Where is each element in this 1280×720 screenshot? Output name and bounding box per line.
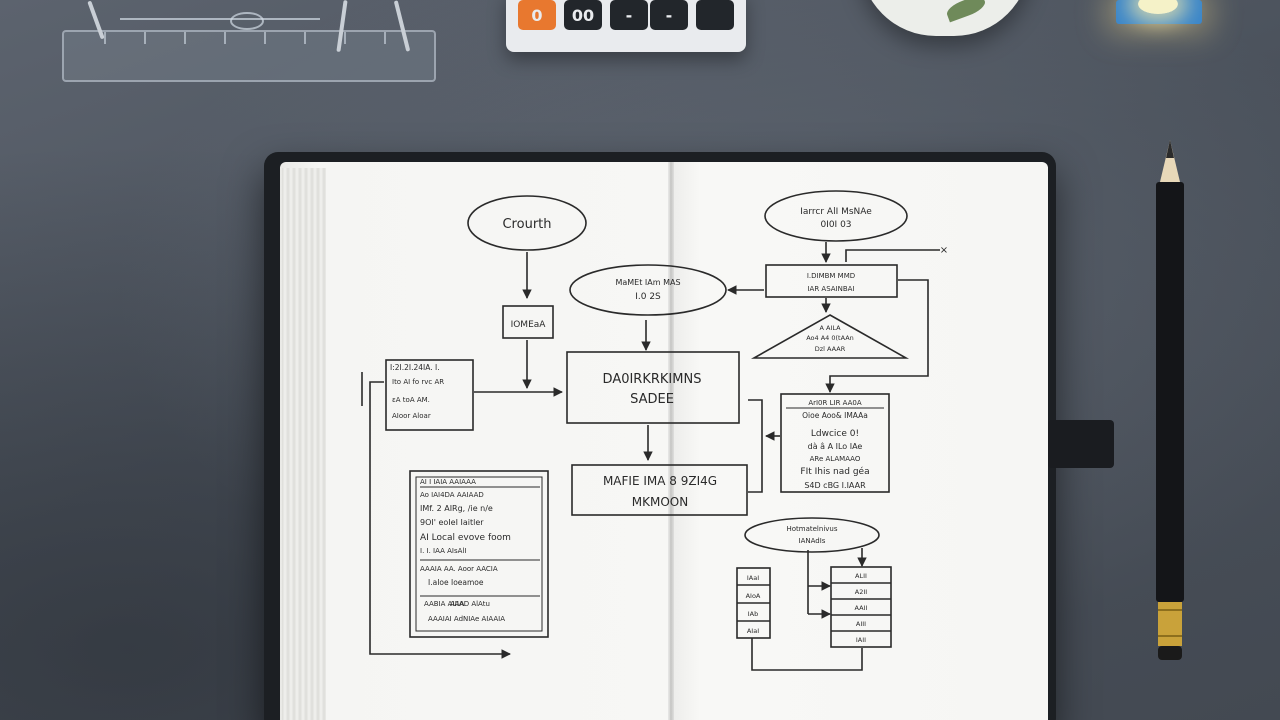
right-tall-box: [780, 393, 890, 493]
bottom-right-stack-cell: IAII: [856, 636, 866, 644]
bottom-small-box-cell: AIoA: [746, 592, 761, 600]
page-edges: [282, 168, 326, 720]
left-tall-box-line: AAAIA AA. Aoor AACIA: [420, 565, 498, 573]
right-tall-box-line: Ldwcice 0!: [811, 429, 859, 439]
bottom-right-stack: [830, 566, 892, 648]
left-tall-box-line: I.aIoe Ioeamoe: [428, 578, 484, 587]
right-tall-box-line: ArI0R LIR AA0A: [808, 399, 862, 407]
pencil: [1156, 140, 1184, 660]
left-tall-box-line: AAAIAI AdNIAe AIAAIA: [428, 615, 505, 623]
bottom-small-box-cell: IAb: [748, 610, 759, 618]
light-glow: [1138, 0, 1178, 14]
right-tall-box-line: dà â A ILo IAe: [808, 442, 863, 451]
desk-lamp: [1116, 0, 1202, 24]
small-box-label: IOMEaA: [511, 320, 547, 330]
right-tall-box-line: S4D cBG I.IAAR: [804, 481, 866, 490]
mid-oval-line: I.0 2S: [635, 292, 661, 302]
left-box: [385, 359, 474, 431]
drafting-ruler: [62, 30, 436, 82]
bottom-right-stack-cell: AIII: [856, 620, 866, 628]
left-box-line: AIoor Aloar: [392, 412, 431, 420]
center-box: [566, 351, 740, 424]
right-box-top-line: IAR ASAINBAI: [807, 285, 854, 293]
calculator: 0 00 - -: [506, 0, 746, 52]
svg-text:×: ×: [940, 245, 948, 256]
top-right-oval-line: Iarrcr AlI MsNAe: [800, 207, 872, 217]
triangle-line: Dzl AAAR: [815, 345, 846, 353]
mid-oval: [569, 264, 727, 316]
drafting-compass: [80, 0, 411, 60]
top-right-oval-line: 0I0I 03: [820, 220, 851, 230]
bottom-right-stack-cell: AAII: [855, 604, 868, 612]
left-tall-box-line: AABIA AIAA: [424, 600, 464, 608]
left-box-line: Ito AI fo rvc AR: [392, 378, 444, 386]
calculator-key: [696, 0, 734, 30]
left-tall-box-line: IMf. 2 AIRg, /ie n/e: [420, 504, 493, 513]
right-tall-box-line: Oioe Aoo& IMAAa: [802, 411, 868, 420]
bottom-right-oval-line: Hotmatelnivus: [786, 525, 837, 533]
calculator-key: -: [650, 0, 688, 30]
calculator-key: -: [610, 0, 648, 30]
triangle-line: Ao4 A4 0(tAAn: [806, 334, 854, 342]
start-oval: [467, 195, 587, 251]
bottom-small-box-cell: IAaI: [747, 574, 759, 582]
small-box: [502, 305, 554, 339]
center-box-line: SADEE: [630, 392, 674, 407]
notebook-strap: [1048, 420, 1114, 468]
bottom-center-box: [571, 464, 748, 516]
right-box-top: [765, 264, 898, 298]
calculator-key: 0: [518, 0, 556, 30]
left-tall-box-line: AI I IAIA AAIAAA: [420, 478, 476, 486]
bottom-center-box-line: MKMOON: [632, 495, 688, 509]
left-tall-box-line: I. I. IAA AIsAlI: [420, 547, 466, 555]
notebook-right-page: [670, 162, 1048, 720]
center-box-line: DA0IRKRKIMNS: [603, 372, 702, 387]
left-tall-box-line: 9OI' eoIeI Iaitler: [420, 518, 484, 527]
notebook-gutter: [668, 162, 674, 720]
bottom-right-stack-cell: ALII: [855, 572, 867, 580]
bottom-small-box-cell: AIaI: [747, 627, 759, 635]
bottom-right-stack-cell: A2II: [855, 588, 867, 596]
left-tall-box-line: Ao IAI4DA AAIAAD: [420, 491, 484, 499]
top-right-oval: [764, 190, 908, 242]
decision-triangle: [750, 314, 910, 359]
start-oval-label: Crourth: [502, 217, 551, 232]
left-box-line: I:2I.2I.24IA. I.: [390, 363, 440, 372]
right-box-top-line: I.DIMBM MMD: [807, 272, 855, 280]
triangle-line: A AILA: [819, 324, 841, 332]
left-tall-box-line: AIIAD AlAtu: [450, 600, 490, 608]
mid-oval-line: MaMEt IAm MAS: [615, 278, 680, 287]
right-tall-box-line: FIt Ihis nad géa: [800, 466, 869, 477]
left-tall-box: [409, 470, 549, 638]
notebook-left-page: [280, 162, 670, 720]
left-box-line: εA toA AM.: [392, 396, 430, 404]
right-tall-box-line: ARe ALAMAAO: [810, 455, 861, 463]
bottom-right-oval-line: IANAdIs: [799, 537, 826, 545]
bottom-right-oval: [744, 517, 880, 553]
left-tall-box-line: AI Local evove foom: [420, 533, 511, 543]
bottom-center-box-line: MAFIE IMA 8 9ZI4G: [603, 474, 717, 488]
calculator-key: 00: [564, 0, 602, 30]
